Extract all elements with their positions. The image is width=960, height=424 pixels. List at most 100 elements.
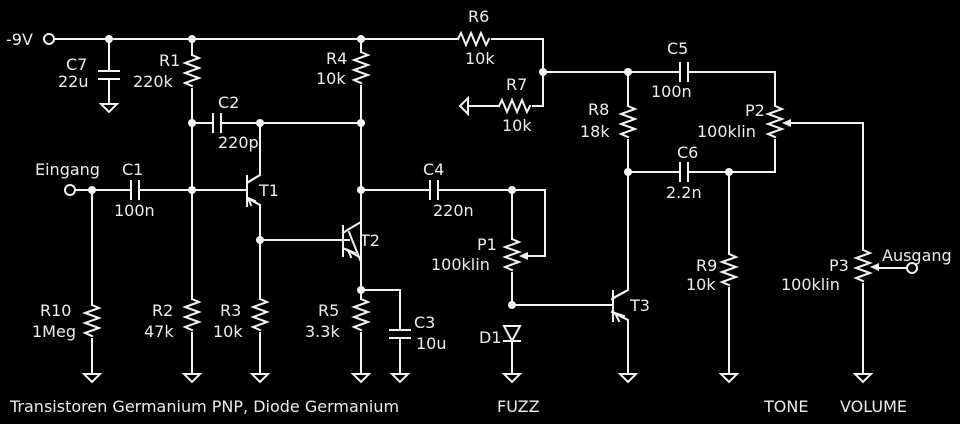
p3-name: P3 — [829, 256, 849, 275]
t3-name: T3 — [629, 296, 650, 315]
r4-name: R4 — [326, 49, 347, 68]
c1-name: C1 — [122, 160, 143, 179]
r7-value: 10k — [502, 116, 532, 135]
resistor-r8 — [618, 104, 638, 139]
ground-icon — [350, 373, 372, 384]
output-label: Ausgang — [882, 246, 952, 265]
r6-name: R6 — [468, 7, 489, 26]
diode-d1 — [502, 325, 522, 344]
c6-wire — [627, 139, 776, 173]
c3-wire — [360, 289, 401, 375]
t1-emitter — [246, 196, 261, 375]
p2-wiper-wire — [789, 122, 864, 375]
capacitor-c5 — [679, 62, 689, 82]
t1-collector — [246, 122, 261, 184]
input-label: Eingang — [35, 160, 100, 179]
junction-dot — [508, 186, 516, 194]
r8-name: R8 — [588, 100, 609, 119]
resistor-r4 — [351, 50, 371, 85]
resistor-r9 — [719, 252, 739, 287]
p1-name: P1 — [477, 235, 497, 254]
resistor-r2 — [182, 297, 202, 332]
junction-dot — [725, 168, 733, 176]
p2-wiper-arrow — [782, 119, 791, 127]
junction-dot — [105, 35, 113, 43]
c4-value: 220n — [433, 201, 474, 220]
r5-name: R5 — [318, 301, 339, 320]
r3-name: R3 — [220, 301, 241, 320]
c5-value: 100n — [651, 82, 692, 101]
transistor-t2 — [341, 225, 357, 259]
junction-dot — [357, 35, 365, 43]
output-terminal — [906, 262, 918, 274]
p3-wiper-arrow — [870, 263, 879, 271]
capacitor-c3 — [389, 329, 411, 339]
ground-icon — [617, 373, 639, 384]
resistor-r1 — [182, 53, 202, 88]
c5-c6-plate-link — [687, 71, 693, 173]
r7-name: R7 — [506, 75, 527, 94]
resistors — [82, 30, 879, 338]
ground-icon — [718, 373, 740, 384]
c7-name: C7 — [66, 55, 87, 74]
ground-icon — [458, 95, 469, 117]
r9-value: 10k — [686, 275, 716, 294]
p2-value: 100klin — [697, 122, 756, 141]
transistor-t3 — [611, 288, 630, 323]
junction-dot — [88, 186, 96, 194]
t1-name: T1 — [258, 181, 279, 200]
c1-value: 100n — [114, 201, 155, 220]
resistor-r7 — [497, 97, 532, 115]
labels: -9V Eingang Ausgang C7 22u R1 220k C2 22… — [6, 7, 952, 416]
r1-value: 220k — [133, 72, 174, 91]
junction-dot — [508, 301, 516, 309]
p3-value: 100klin — [781, 275, 840, 294]
ground-icon — [249, 373, 271, 384]
r6-r7-node-wire — [532, 71, 544, 107]
p2-name: P2 — [745, 101, 765, 120]
r10-name: R10 — [40, 301, 71, 320]
junction-dot — [256, 236, 264, 244]
r4-value: 10k — [316, 69, 346, 88]
resistor-r5 — [351, 297, 371, 332]
c4-name: C4 — [423, 160, 444, 179]
p1-value: 100klin — [431, 255, 490, 274]
junction-dot — [188, 119, 196, 127]
junction-dot — [357, 286, 365, 294]
ground-icon — [389, 373, 411, 384]
c6-name: C6 — [677, 143, 698, 162]
capacitor-c2 — [212, 113, 222, 133]
ground-icon — [852, 373, 874, 384]
c7-value: 22u — [58, 72, 89, 91]
junction-dot — [357, 119, 365, 127]
r1-name: R1 — [159, 51, 180, 70]
c3-name: C3 — [414, 313, 435, 332]
junctions — [88, 35, 733, 309]
p1-wiper-arrow — [519, 252, 528, 260]
supply-terminal — [43, 33, 55, 45]
c3-value: 10u — [416, 334, 447, 353]
ground-icon — [181, 373, 203, 384]
capacitor-c6 — [679, 162, 689, 182]
potentiometer-p2 — [765, 104, 785, 139]
r6-value: 10k — [465, 49, 495, 68]
t2-name: T2 — [359, 231, 380, 250]
grounds — [81, 95, 874, 384]
input-terminal — [64, 184, 76, 196]
junction-dot — [188, 186, 196, 194]
t1-body — [245, 173, 262, 207]
ground-icon — [501, 373, 523, 384]
c5-name: C5 — [667, 39, 688, 58]
r8-value: 18k — [580, 122, 610, 141]
potentiometer-p1 — [502, 237, 522, 272]
c6-value: 2.2n — [666, 183, 702, 202]
capacitors — [98, 62, 693, 339]
d1-name: D1 — [479, 328, 502, 347]
resistor-r10 — [82, 303, 102, 338]
r8-top-wire — [542, 71, 776, 107]
junction-dot — [624, 68, 632, 76]
fuzz-caption: FUZZ — [497, 397, 540, 416]
r5-value: 3.3k — [305, 322, 340, 341]
t2-emitter — [347, 249, 362, 375]
junction-dot — [357, 186, 365, 194]
